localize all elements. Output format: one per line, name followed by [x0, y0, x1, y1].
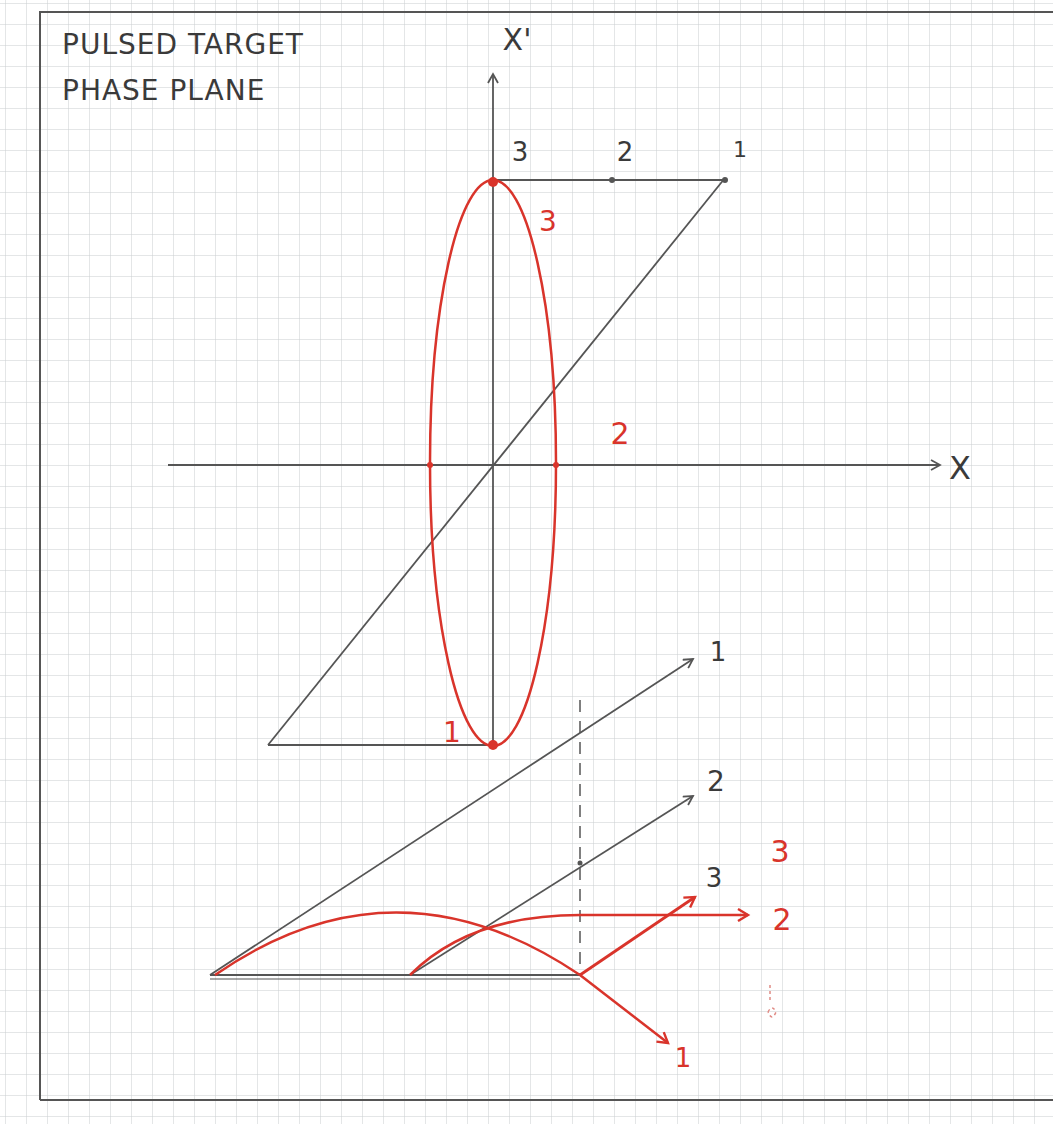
ray-number: 2 [772, 905, 791, 935]
ray-number: 3 [770, 837, 789, 867]
ray-number: 3 [706, 865, 723, 891]
point-number: 3 [512, 139, 529, 165]
ray-number: 2 [707, 768, 725, 796]
ray-number: 1 [710, 639, 727, 665]
point-number: 1 [443, 719, 461, 747]
point-number: 3 [539, 208, 557, 236]
ray-number: 1 [675, 1045, 692, 1071]
diagram-title: PULSED TARGET PHASE PLANE [62, 22, 362, 114]
point-number: 1 [733, 139, 747, 161]
point-number: 2 [617, 139, 634, 165]
point-number: 2 [610, 419, 629, 449]
axis-label: X' [503, 25, 532, 55]
axis-label: X [949, 452, 971, 484]
